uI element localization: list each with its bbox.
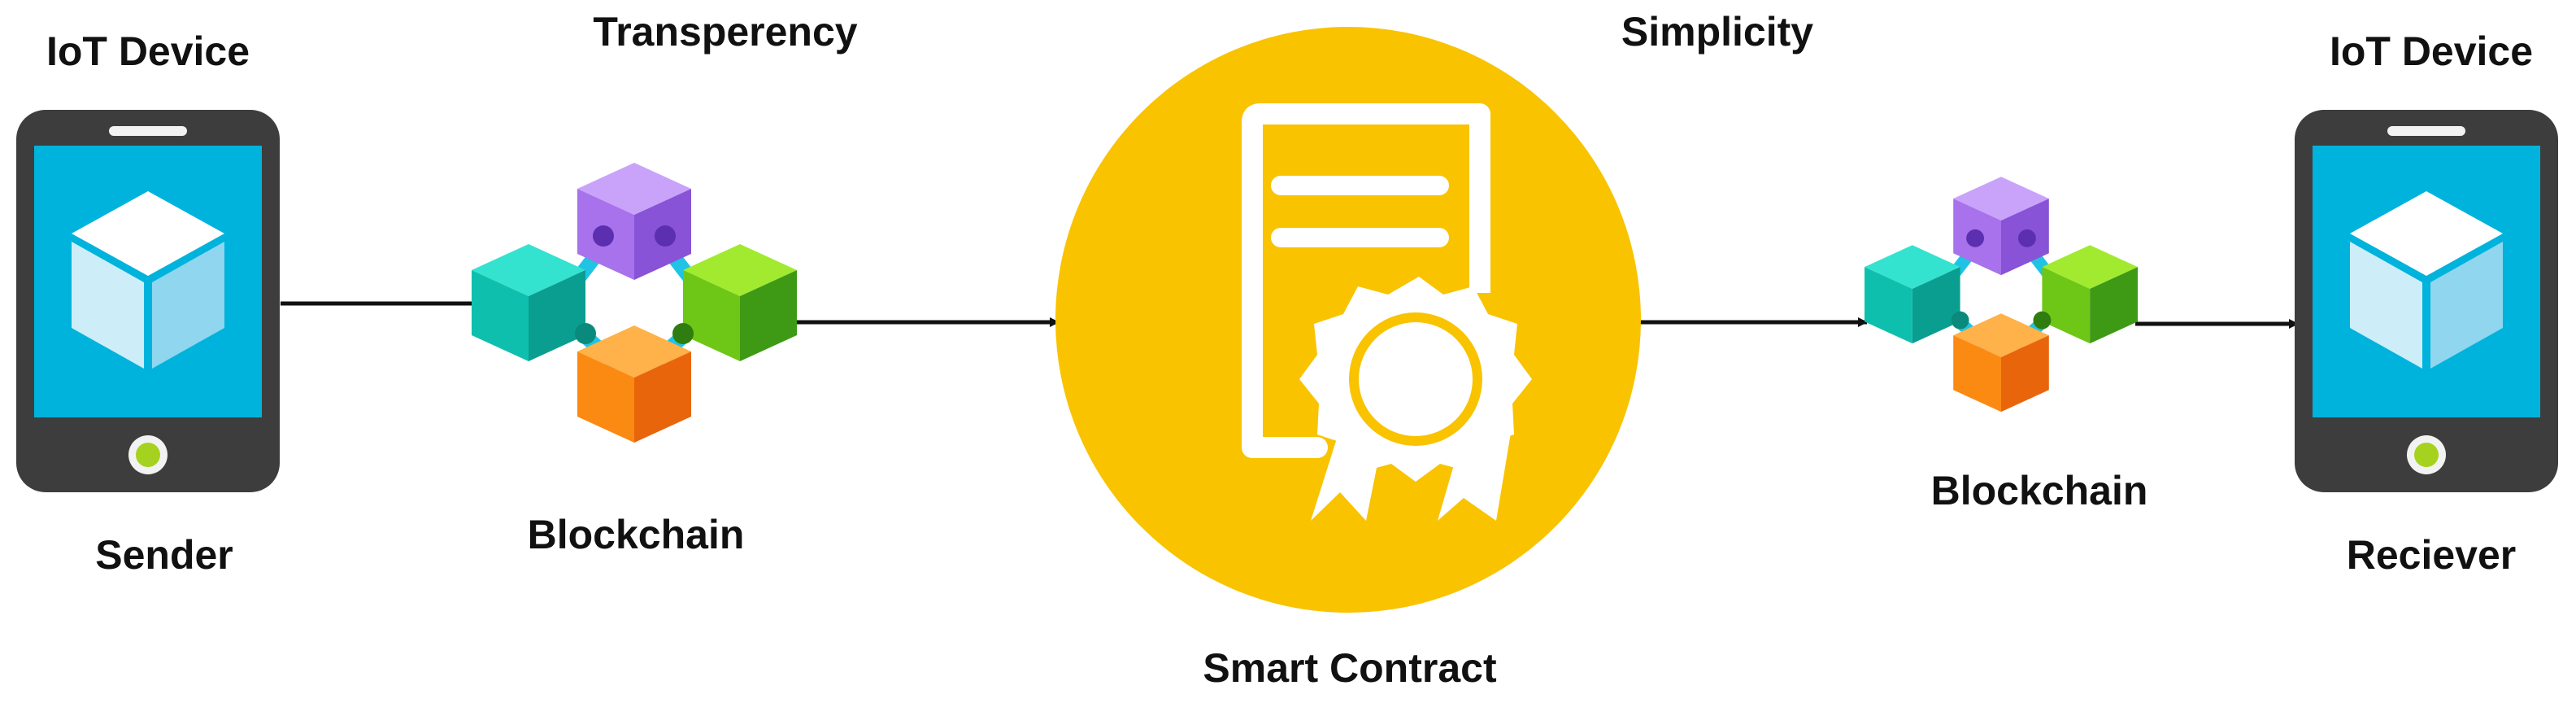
- blockchain-right-icon: [1865, 177, 2138, 412]
- receiver-device-icon: [2295, 110, 2558, 492]
- blockchain-left-caption: Blockchain: [527, 512, 745, 557]
- sender-heading: IoT Device: [46, 28, 250, 74]
- smart-contract-icon: [1055, 27, 1641, 613]
- receiver-caption: Reciever: [2346, 532, 2517, 578]
- award-seal-icon: [1299, 277, 1532, 521]
- sender-device-icon: [16, 110, 280, 492]
- smart-contract-caption: Smart Contract: [1203, 645, 1497, 691]
- sender-caption: Sender: [95, 532, 233, 578]
- blockchain-right-caption: Blockchain: [1930, 468, 2148, 513]
- certificate-icon: [1242, 103, 1490, 458]
- blockchain-left-icon: [472, 163, 797, 443]
- blockchain-left-heading: Transperency: [593, 9, 858, 55]
- blockchain-right-heading: Simplicity: [1621, 9, 1814, 55]
- receiver-heading: IoT Device: [2329, 28, 2534, 74]
